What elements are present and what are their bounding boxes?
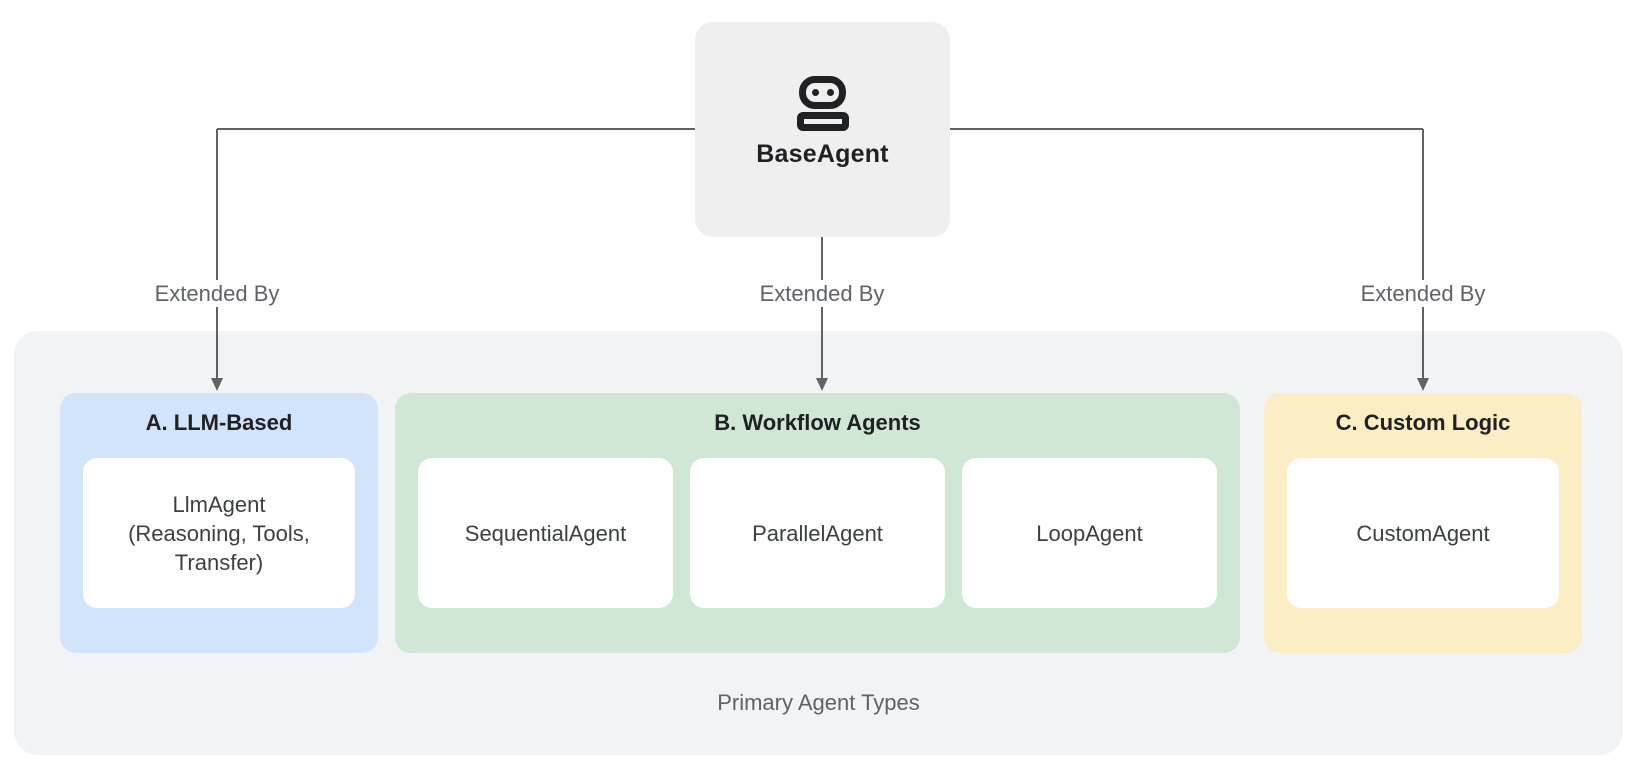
- base-agent-node: BaseAgent: [695, 22, 950, 237]
- robot-head: [799, 76, 846, 109]
- robot-eye-right: [826, 89, 834, 96]
- card-llm-agent: LlmAgent (Reasoning, Tools, Transfer): [83, 458, 355, 608]
- arrowhead-center: [816, 378, 828, 391]
- group-workflow-agents-title: B. Workflow Agents: [714, 410, 921, 435]
- arrowhead-right: [1417, 378, 1429, 391]
- card-llm-agent-line-3: Transfer): [174, 549, 264, 575]
- group-llm-based: A. LLM-Based LlmAgent (Reasoning, Tools,…: [60, 393, 378, 653]
- group-workflow-agents-cards: SequentialAgent ParallelAgent LoopAgent: [418, 458, 1217, 608]
- base-agent-label: BaseAgent: [756, 140, 889, 168]
- card-loop-agent-label: LoopAgent: [1036, 520, 1143, 546]
- group-llm-based-title: A. LLM-Based: [145, 410, 293, 435]
- group-workflow-agents: B. Workflow Agents SequentialAgent Paral…: [395, 393, 1240, 653]
- card-sequential-agent: SequentialAgent: [418, 458, 673, 608]
- arrowhead-left: [211, 378, 223, 391]
- card-loop-agent: LoopAgent: [962, 458, 1217, 608]
- robot-eye-left: [811, 89, 819, 96]
- group-llm-based-cards: LlmAgent (Reasoning, Tools, Transfer): [83, 458, 355, 608]
- edge-label-extended-by-center: Extended By: [752, 280, 892, 307]
- group-custom-logic: C. Custom Logic CustomAgent: [1264, 393, 1582, 653]
- robot-icon: [796, 76, 849, 131]
- card-parallel-agent-label: ParallelAgent: [752, 520, 883, 546]
- card-custom-agent-label: CustomAgent: [1356, 520, 1490, 546]
- card-llm-agent-line-1: LlmAgent: [172, 491, 266, 517]
- card-custom-agent: CustomAgent: [1287, 458, 1559, 608]
- group-custom-logic-cards: CustomAgent: [1287, 458, 1559, 608]
- group-custom-logic-title: C. Custom Logic: [1335, 410, 1511, 435]
- edge-label-extended-by-right: Extended By: [1353, 280, 1493, 307]
- robot-body: [796, 112, 849, 131]
- container-caption: Primary Agent Types: [717, 690, 920, 715]
- card-llm-agent-line-2: (Reasoning, Tools,: [128, 520, 310, 546]
- edge-label-extended-by-left: Extended By: [147, 280, 287, 307]
- card-sequential-agent-label: SequentialAgent: [464, 520, 627, 546]
- card-parallel-agent: ParallelAgent: [690, 458, 945, 608]
